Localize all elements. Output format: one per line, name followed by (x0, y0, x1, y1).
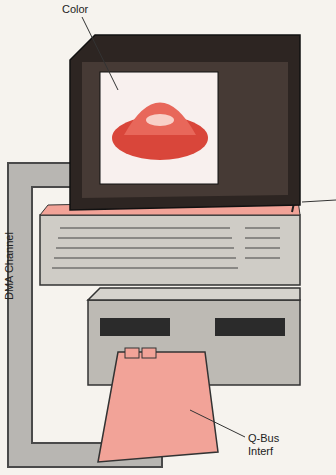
drive-slot (215, 318, 285, 336)
chassis-top (88, 288, 300, 300)
screen-image (124, 103, 196, 136)
card-tab (125, 348, 139, 358)
drive-slot (100, 318, 170, 336)
monitor-hood (70, 35, 300, 210)
callout-label: Q-Bus Interf (248, 432, 292, 458)
leader-line (82, 17, 118, 90)
keys (52, 228, 280, 268)
card-tab (142, 348, 156, 358)
screen-image (146, 114, 174, 126)
leader-line (302, 200, 336, 202)
interface-card (98, 352, 218, 462)
leader-line (190, 410, 245, 437)
callout-label: Color (62, 3, 88, 16)
monitor-face (82, 62, 288, 198)
keyboard-base (40, 215, 300, 285)
channel-label: DMA Channel (3, 232, 16, 300)
